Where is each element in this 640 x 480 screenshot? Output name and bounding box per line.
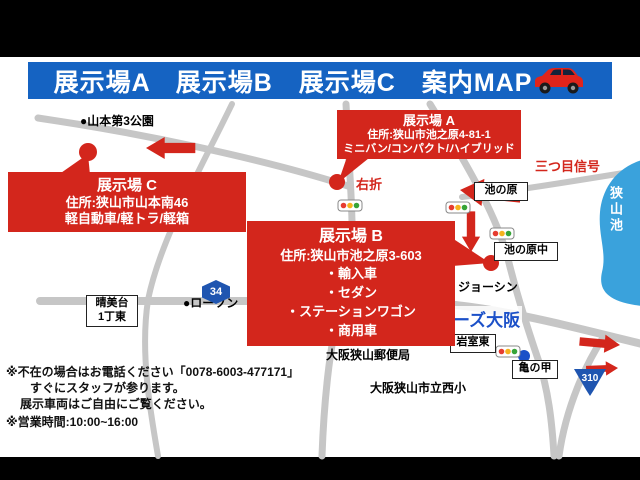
label-third-signal: 三つ目信号: [535, 159, 601, 174]
callout-tails: [58, 154, 490, 266]
header-bar: 展示場A 展示場B 展示場C 案内MAP: [28, 62, 612, 99]
label-ikenohara: 池の原: [474, 182, 528, 201]
exhibit-c-vehicles: 軽自動車/軽トラ/軽箱: [64, 211, 190, 226]
shop-marker: [518, 350, 530, 362]
label-yamamoto-park: ●山本第3公園: [80, 114, 154, 128]
label-nishi-elementary: 大阪狭山市立西小: [370, 381, 467, 395]
exhibit-c-callout: 展示場 C 住所:狭山市山本南46 軽自動車/軽トラ/軽箱: [8, 172, 246, 232]
label-post-office: 大阪狭山郵便局: [326, 348, 411, 362]
label-sayama-lake: 狭山池: [608, 186, 623, 234]
exhibit-c-marker: [79, 143, 97, 161]
exhibit-a-address: 住所:狭山市池之原4-81-1: [367, 129, 491, 141]
exhibit-c-address: 住所:狭山市山本南46: [65, 195, 189, 210]
label-harumidai: 晴美台 1丁東: [86, 295, 138, 327]
callout-tail-b: [452, 238, 490, 266]
page-title: 展示場A 展示場B 展示場C 案内MAP: [53, 68, 533, 97]
exhibit-b-callout: 展示場 B 住所:狭山市池之原3-603 ・輸入車 ・セダン ・ステーションワゴ…: [247, 221, 455, 346]
exhibit-a-title: 展示場 A: [402, 113, 455, 128]
note-staff: すぐにスタッフが参ります。: [30, 381, 185, 395]
red-car-icon: [535, 67, 584, 93]
label-harumidai-line2: 1丁東: [97, 311, 127, 323]
note-view-freely: 展示車両はご自由にご覧ください。: [20, 397, 212, 411]
footer-notes: ※不在の場合はお電話ください「0078-6003-477171」 すぐにスタッフ…: [6, 364, 426, 430]
route-arrow-down: [461, 211, 481, 252]
road: [555, 332, 608, 460]
exhibit-b-vehicle-3: ・ステーションワゴン: [286, 304, 416, 319]
traffic-light-icon: [337, 199, 363, 212]
label-ikenohara-naka: 池の原中: [494, 242, 558, 261]
exhibit-c-title: 展示場 C: [96, 177, 157, 194]
traffic-light-icon: [495, 345, 521, 358]
callout-tail-c: [58, 154, 90, 175]
label-harumidai-line1: 晴美台: [95, 297, 129, 309]
exhibit-a-callout: 展示場 A 住所:狭山市池之原4-81-1 ミニバン/コンパクト/ハイブリッド: [337, 110, 521, 159]
label-iwamuro-higashi: 岩室東: [450, 334, 496, 353]
callout-tail-a: [338, 154, 374, 183]
label-kamenoko: 亀の甲: [512, 360, 558, 379]
exhibit-b-title: 展示場 B: [318, 228, 383, 245]
note-phone: ※不在の場合はお電話ください「0078-6003-477171」: [6, 365, 300, 379]
traffic-light-icon: [489, 227, 515, 240]
sayama-lake: [599, 160, 640, 306]
exhibit-a-marker: [329, 174, 345, 190]
exhibit-b-vehicle-1: ・輸入車: [324, 266, 377, 281]
road: [34, 114, 352, 190]
road: [426, 100, 558, 460]
exhibit-b-vehicle-2: ・セダン: [324, 285, 377, 300]
exhibit-a-vehicles: ミニバン/コンパクト/ハイブリッド: [343, 143, 515, 155]
label-turn-right: 右折: [356, 177, 383, 192]
exhibit-b-vehicle-4: ・商用車: [324, 323, 377, 338]
label-joshin: ジョーシン: [458, 280, 518, 294]
note-hours: ※営業時間:10:00~16:00: [6, 415, 139, 429]
traffic-light-icon: [445, 201, 471, 214]
exhibit-b-address: 住所:狭山市池之原3-603: [280, 248, 422, 263]
